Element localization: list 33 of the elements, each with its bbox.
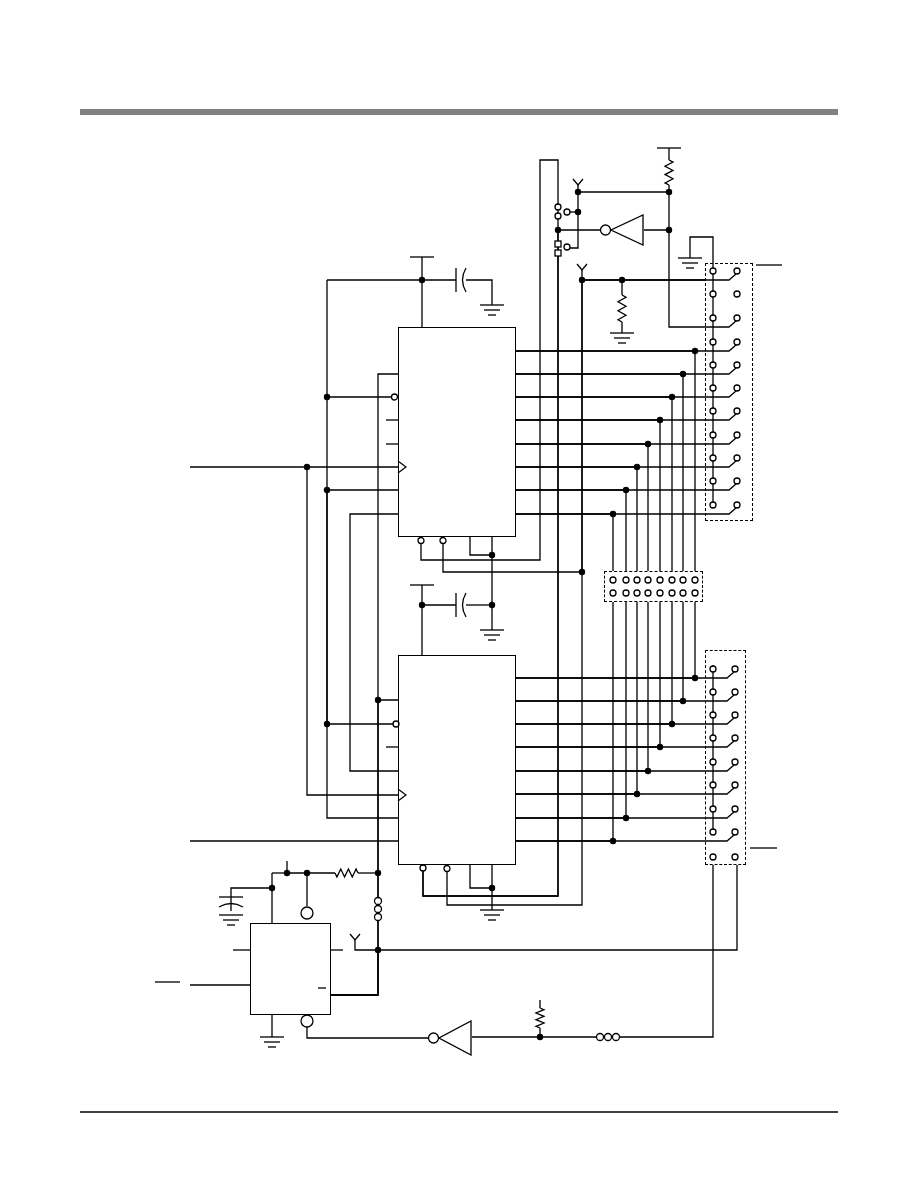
wire	[515, 419, 706, 421]
wire	[515, 396, 706, 398]
wire	[515, 373, 706, 375]
wire	[306, 460, 407, 802]
wire	[643, 229, 706, 328]
wire	[515, 350, 706, 352]
wire	[515, 443, 706, 445]
wire	[515, 513, 706, 515]
wire	[515, 723, 706, 725]
ic-chip-box	[398, 327, 516, 537]
wire	[326, 489, 399, 819]
wire	[515, 700, 706, 702]
wire	[417, 159, 559, 897]
wire	[515, 840, 706, 842]
wire	[515, 793, 706, 795]
inverter-symbol	[610, 214, 644, 246]
wire	[349, 513, 399, 772]
ic-chip-box	[398, 655, 516, 865]
inverter-symbol	[438, 1020, 472, 1056]
connector-box	[705, 650, 746, 865]
connector-box	[705, 263, 753, 521]
wire	[443, 279, 706, 906]
wire	[330, 699, 399, 996]
wire	[471, 864, 714, 1038]
wire	[515, 817, 706, 819]
jumper-header-box	[604, 571, 703, 602]
wire	[515, 746, 706, 748]
ic-chip-box	[250, 923, 331, 1015]
wire	[515, 677, 706, 679]
wire	[515, 466, 706, 468]
wire	[515, 770, 706, 772]
wire	[326, 393, 399, 725]
wire	[515, 489, 706, 491]
